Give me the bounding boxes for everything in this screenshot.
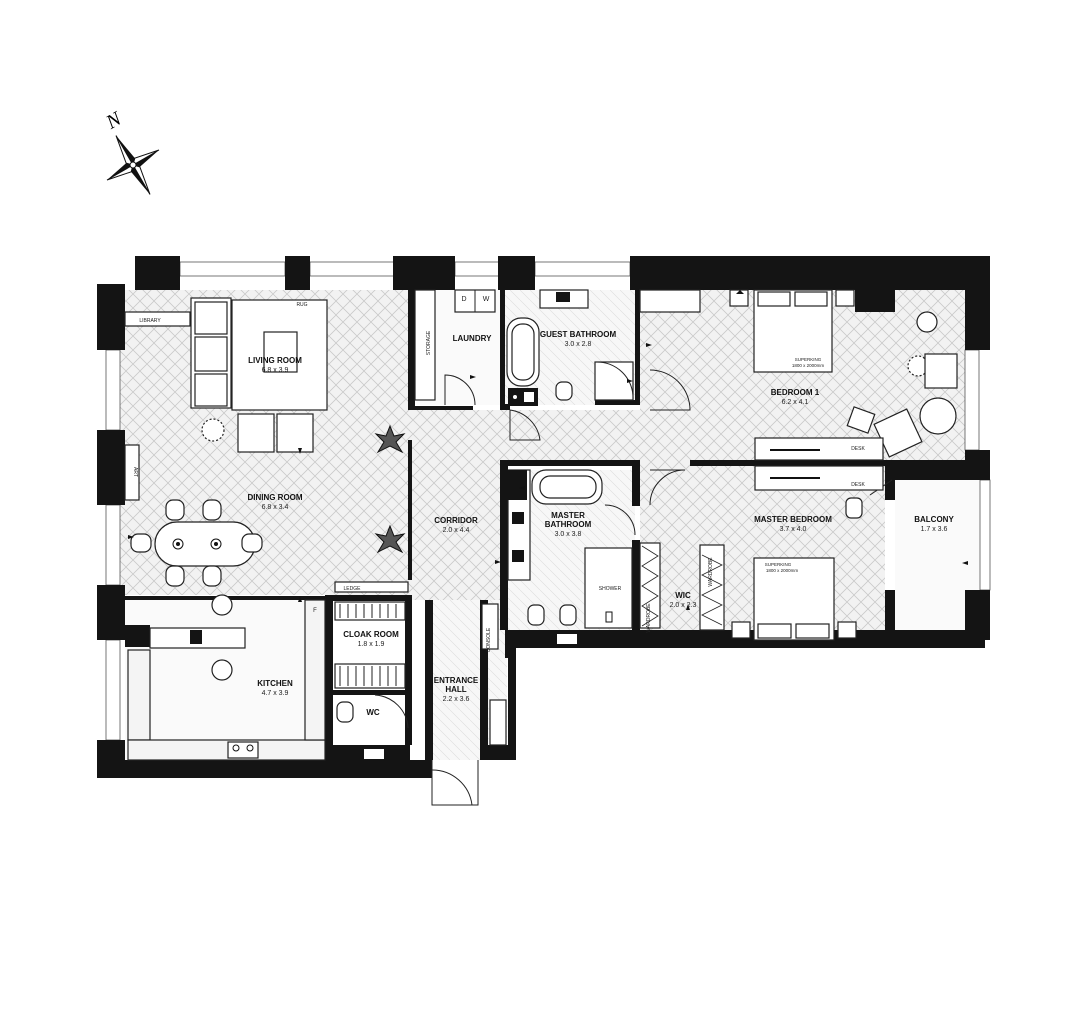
entrance-label-1: ENTRANCE [434,676,479,685]
living-room-label: LIVING ROOM [248,356,302,365]
bed2-type-label: SUPERKING [765,562,792,567]
desk-label-1: DESK [851,446,865,452]
toilet-icon [555,381,573,401]
master-bath-furniture [505,469,633,646]
wardrobe-label-1: WARDROBE [646,603,652,633]
wic-label: WIC [675,591,691,600]
console-label: CONSOLE [486,627,492,652]
shower-tray [594,361,634,401]
doors [374,369,893,806]
north-label: N [102,107,127,134]
master-bath-size: 3.0 x 3.8 [555,531,582,538]
master-bedroom-size: 3.7 x 4.0 [780,526,807,533]
washer-label: W [483,296,490,303]
fixture-labels: RUG LIBRARY ART STORAGE D W LEDGE F CONS… [132,296,865,652]
side-table [916,311,938,333]
bed2-size-label: 1800 x 2000mm [766,568,799,573]
library-shelf [124,311,191,327]
armchair [237,413,275,453]
kitchen-furniture [127,581,409,761]
cloak-room-size: 1.8 x 1.9 [358,641,385,648]
room-labels: LIVING ROOM 6.8 x 3.9 DINING ROOM 6.8 x … [247,330,954,717]
compass: N [102,107,160,195]
balcony-label: BALCONY [914,515,954,524]
art-panel [124,444,140,501]
laundry-label: LAUNDRY [453,334,492,343]
compass-rose-icon [106,135,160,195]
master-bedroom-label: MASTER BEDROOM [754,515,832,524]
storage-cabinet [414,289,436,401]
dining-room-size: 6.8 x 3.4 [262,504,289,511]
toilet-icon [336,701,354,723]
shower-label: SHOWER [599,586,622,592]
round-table [919,397,957,435]
armchair [924,353,958,389]
kitchen-counter [127,649,151,741]
dining-table [154,521,256,567]
bed1-type-label: SUPERKING [795,357,822,362]
ledge [334,581,409,593]
master-bedroom-furniture [639,465,884,641]
bedroom1-label: BEDROOM 1 [771,388,820,397]
console [481,603,499,650]
toilet-icon [527,604,545,626]
exterior-walls [97,256,990,778]
balcony-size: 1.7 x 3.6 [921,526,948,533]
cloak-furniture [334,601,507,763]
library-label: LIBRARY [139,318,161,324]
markers [128,290,968,610]
art-label: ART [132,467,138,477]
cloak-room-label: CLOAK ROOM [343,630,399,639]
corridor-label: CORRIDOR [434,516,478,525]
ledge-label: LEDGE [344,586,362,592]
plant-icon [374,424,406,454]
hob [227,741,259,759]
master-bath-label-2: BATHROOM [545,520,592,529]
wic-size: 2.0 x 2.3 [670,602,697,609]
storage-label: STORAGE [426,330,432,355]
bedroom1-size: 6.2 x 4.1 [782,399,809,406]
wc-label: WC [366,708,380,717]
windows [105,261,991,741]
corridor-size: 2.0 x 4.4 [443,527,470,534]
fridge-label: F [313,608,317,614]
bed1-size-label: 1800 x 2000mm [792,363,825,368]
living-room-size: 6.8 x 3.9 [262,367,289,374]
kitchen-counter [304,599,326,741]
kitchen-label: KITCHEN [257,679,293,688]
rug-label: RUG [296,302,307,308]
guest-bath-furniture [506,289,634,406]
dining-room-label: DINING ROOM [247,493,302,502]
guest-bath-size: 3.0 x 2.8 [565,341,592,348]
kitchen-size: 4.7 x 3.9 [262,690,289,697]
dryer-label: D [461,296,466,303]
master-bath-label-1: MASTER [551,511,585,520]
toilet-icon [559,604,577,626]
dining-furniture [130,424,406,587]
entrance-size: 2.2 x 3.6 [443,696,470,703]
plant-icon [201,418,225,442]
living-furniture [124,297,328,501]
bench [489,699,507,746]
bedroom1-furniture [639,289,958,461]
guest-bath-label: GUEST BATHROOM [540,330,617,339]
coffee-table [263,331,298,373]
laundry-furniture [414,289,496,401]
armchair [276,413,314,453]
plant-icon [374,524,406,554]
entrance-label-2: HALL [445,685,466,694]
wardrobe-label-2: WARDROBE [708,557,714,587]
kitchen-counter [127,739,326,761]
desk-label-2: DESK [851,482,865,488]
